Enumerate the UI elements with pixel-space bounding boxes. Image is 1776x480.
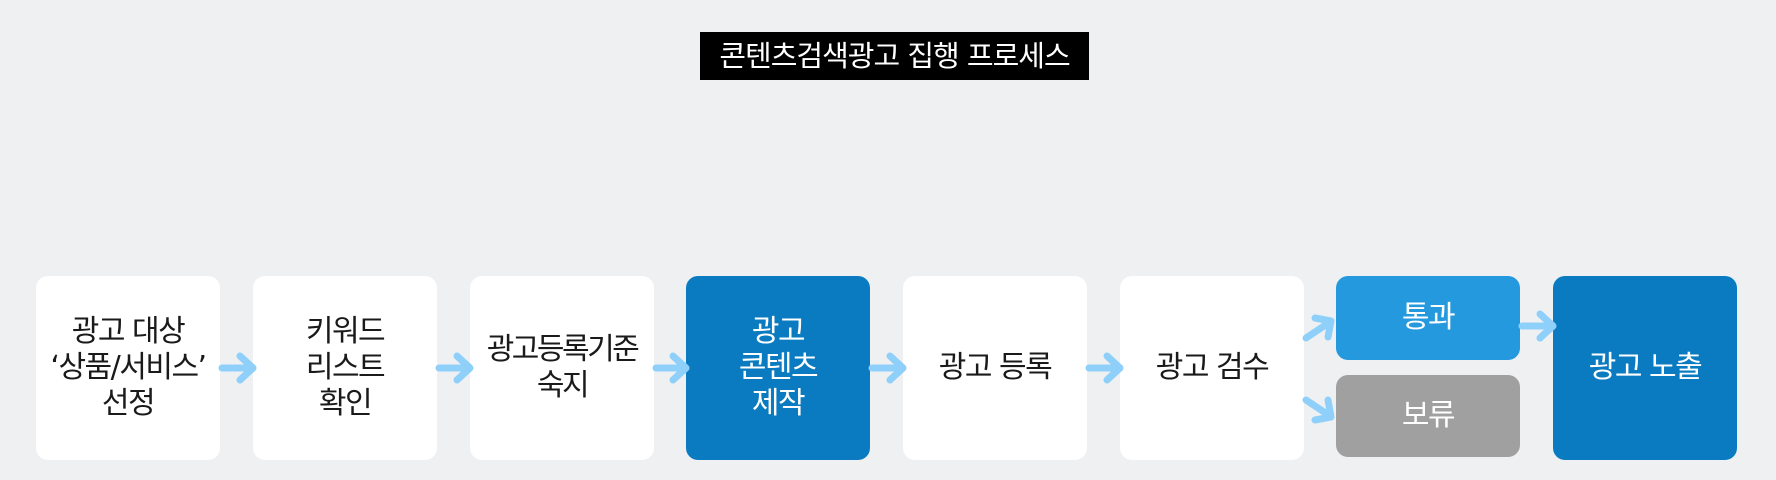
step-ad-exposure: 광고 노출 [1553,276,1737,460]
arrow-4 [868,352,907,384]
step-learn-criteria: 광고등록기준 숙지 [470,276,654,460]
step-pass: 통과 [1336,276,1520,360]
arrow-to-exposure [1518,310,1557,342]
step-hold: 보류 [1336,375,1520,457]
step-check-keywords: 키워드 리스트 확인 [253,276,437,460]
arrow-3 [652,352,690,384]
step-register-ad: 광고 등록 [903,276,1087,460]
step-select-product: 광고 대상 ‘상품/서비스’ 선정 [36,276,220,460]
diagram-title: 콘텐츠검색광고 집행 프로세스 [700,32,1089,80]
arrow-to-pass [1302,314,1335,342]
step-review-ad: 광고 검수 [1120,276,1304,460]
step-create-content: 광고 콘텐츠 제작 [686,276,870,460]
arrow-5 [1085,352,1124,384]
arrow-1 [218,352,257,384]
arrow-2 [435,352,474,384]
arrow-to-hold [1302,396,1335,424]
